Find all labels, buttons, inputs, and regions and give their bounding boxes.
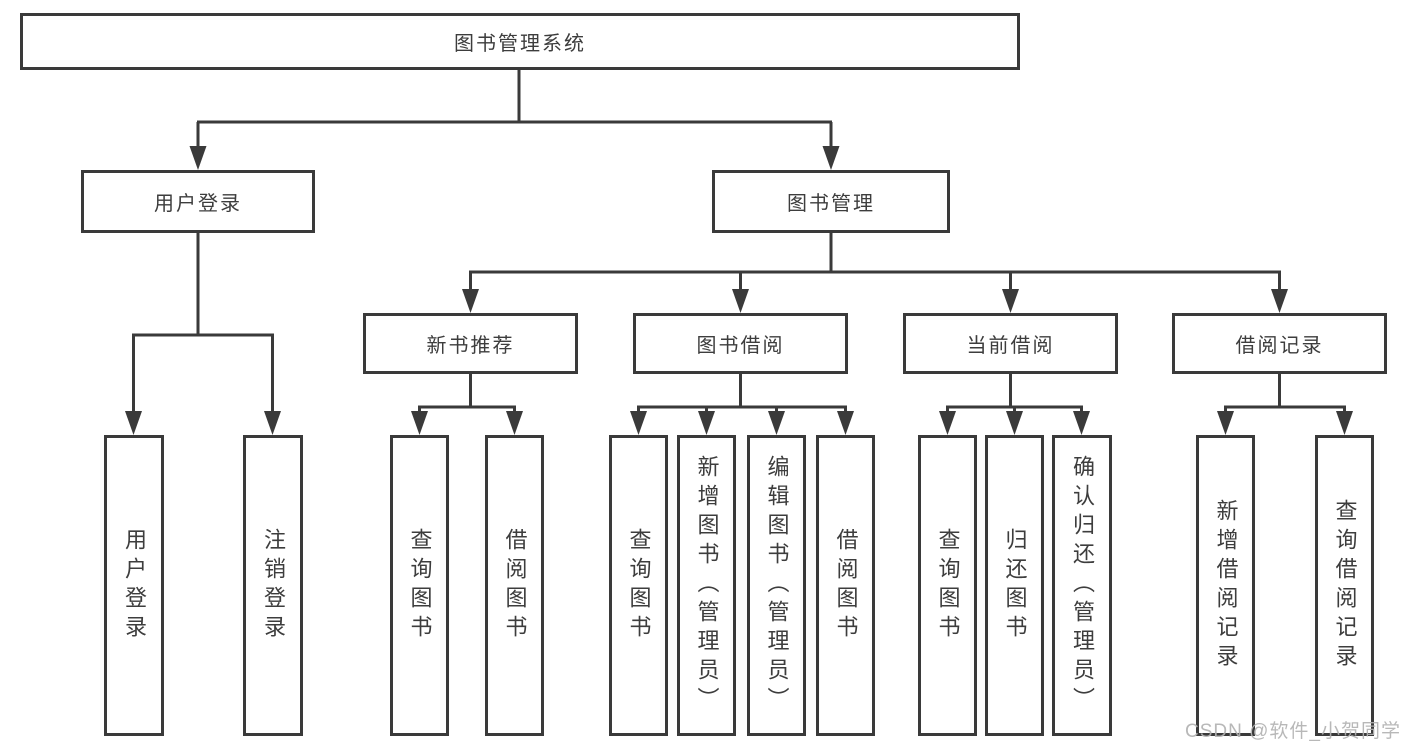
leaf-label: 编辑图书（管理员） — [764, 455, 790, 716]
leaf-add-borrow-record: 新增借阅记录 — [1196, 435, 1255, 736]
borrow-records-children-connector — [1217, 373, 1353, 435]
leaf-label: 查询借阅记录 — [1332, 498, 1358, 673]
arrow-down-icon — [1006, 411, 1023, 435]
csdn-watermark: CSDN @软件_小贺同学 — [1185, 721, 1401, 742]
arrow-down-icon — [837, 411, 854, 435]
node-user-login: 用户登录 — [81, 170, 315, 233]
arrow-down-icon — [264, 411, 281, 435]
leaf-label: 新增图书（管理员） — [694, 455, 720, 716]
leaf-logout: 注销登录 — [243, 435, 303, 736]
node-root-library-system: 图书管理系统 — [20, 13, 1020, 70]
leaf-label: 查询图书 — [407, 527, 433, 644]
leaf-borrow-books-rec: 借阅图书 — [485, 435, 544, 736]
node-borrowing-records: 借阅记录 — [1172, 313, 1387, 374]
arrow-down-icon — [506, 411, 523, 435]
arrow-down-icon — [1336, 411, 1353, 435]
leaf-query-books-rec: 查询图书 — [390, 435, 449, 736]
book-borrow-children-connector — [630, 373, 854, 435]
leaf-label: 归还图书 — [1002, 527, 1028, 644]
arrow-down-icon — [732, 289, 749, 313]
new-book-rec-children-connector — [411, 373, 523, 435]
leaf-label: 查询图书 — [935, 527, 961, 644]
node-new-book-recommendation: 新书推荐 — [363, 313, 578, 374]
leaf-query-borrow-record: 查询借阅记录 — [1315, 435, 1374, 736]
arrow-down-icon — [1271, 289, 1288, 313]
leaf-borrow-books: 借阅图书 — [816, 435, 875, 736]
arrow-down-icon — [411, 411, 428, 435]
arrow-down-icon — [1073, 411, 1090, 435]
book-mgmt-children-connector — [462, 232, 1288, 313]
node-book-management: 图书管理 — [712, 170, 950, 233]
arrow-down-icon — [462, 289, 479, 313]
arrow-down-icon — [768, 411, 785, 435]
leaf-query-books-borrow: 查询图书 — [609, 435, 668, 736]
root-to-level2-connector — [189, 69, 840, 170]
arrow-down-icon — [698, 411, 715, 435]
arrow-down-icon — [822, 146, 840, 170]
leaf-label: 新增借阅记录 — [1213, 498, 1239, 673]
leaf-confirm-return-admin: 确认归还（管理员） — [1052, 435, 1112, 736]
current-borrow-children-connector — [939, 373, 1090, 435]
arrow-down-icon — [630, 411, 647, 435]
node-book-borrowing: 图书借阅 — [633, 313, 848, 374]
arrow-down-icon — [189, 146, 207, 170]
arrow-down-icon — [125, 411, 142, 435]
arrow-down-icon — [939, 411, 956, 435]
arrow-down-icon — [1002, 289, 1019, 313]
leaf-label: 借阅图书 — [502, 527, 528, 644]
leaf-query-books-current: 查询图书 — [918, 435, 977, 736]
leaf-add-books-admin: 新增图书（管理员） — [677, 435, 736, 736]
user-login-children-connector — [125, 232, 281, 435]
node-current-borrowing: 当前借阅 — [903, 313, 1118, 374]
leaf-edit-books-admin: 编辑图书（管理员） — [747, 435, 806, 736]
leaf-label: 确认归还（管理员） — [1070, 455, 1095, 716]
leaf-label: 借阅图书 — [833, 527, 859, 644]
leaf-return-books: 归还图书 — [985, 435, 1044, 736]
leaf-label: 查询图书 — [626, 527, 652, 644]
leaf-user-login: 用户登录 — [104, 435, 164, 736]
arrow-down-icon — [1217, 411, 1234, 435]
leaf-label: 注销登录 — [261, 527, 286, 644]
leaf-label: 用户登录 — [122, 527, 147, 644]
